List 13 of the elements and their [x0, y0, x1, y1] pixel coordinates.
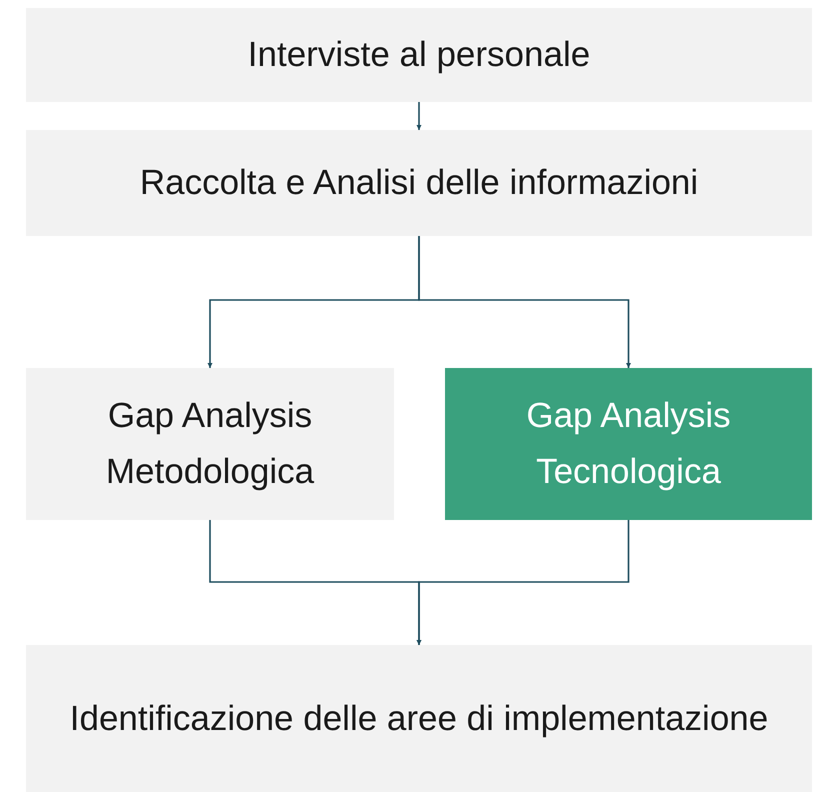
process-box [26, 645, 812, 792]
process-box [26, 368, 394, 520]
box-label: Raccolta e Analisi delle informazioni [140, 162, 698, 204]
arrow [416, 102, 422, 130]
box-label: Interviste al personale [248, 34, 590, 76]
process-box [26, 130, 812, 236]
process-box [445, 368, 812, 520]
arrow [418, 236, 631, 368]
arrow [416, 520, 630, 645]
box-label: Identificazione delle aree di implementazione [70, 698, 768, 740]
box-label: Gap Analysis Metodologica [104, 395, 316, 493]
box-label: Gap Analysis Tecnologica [525, 395, 732, 493]
process-box [26, 8, 812, 102]
